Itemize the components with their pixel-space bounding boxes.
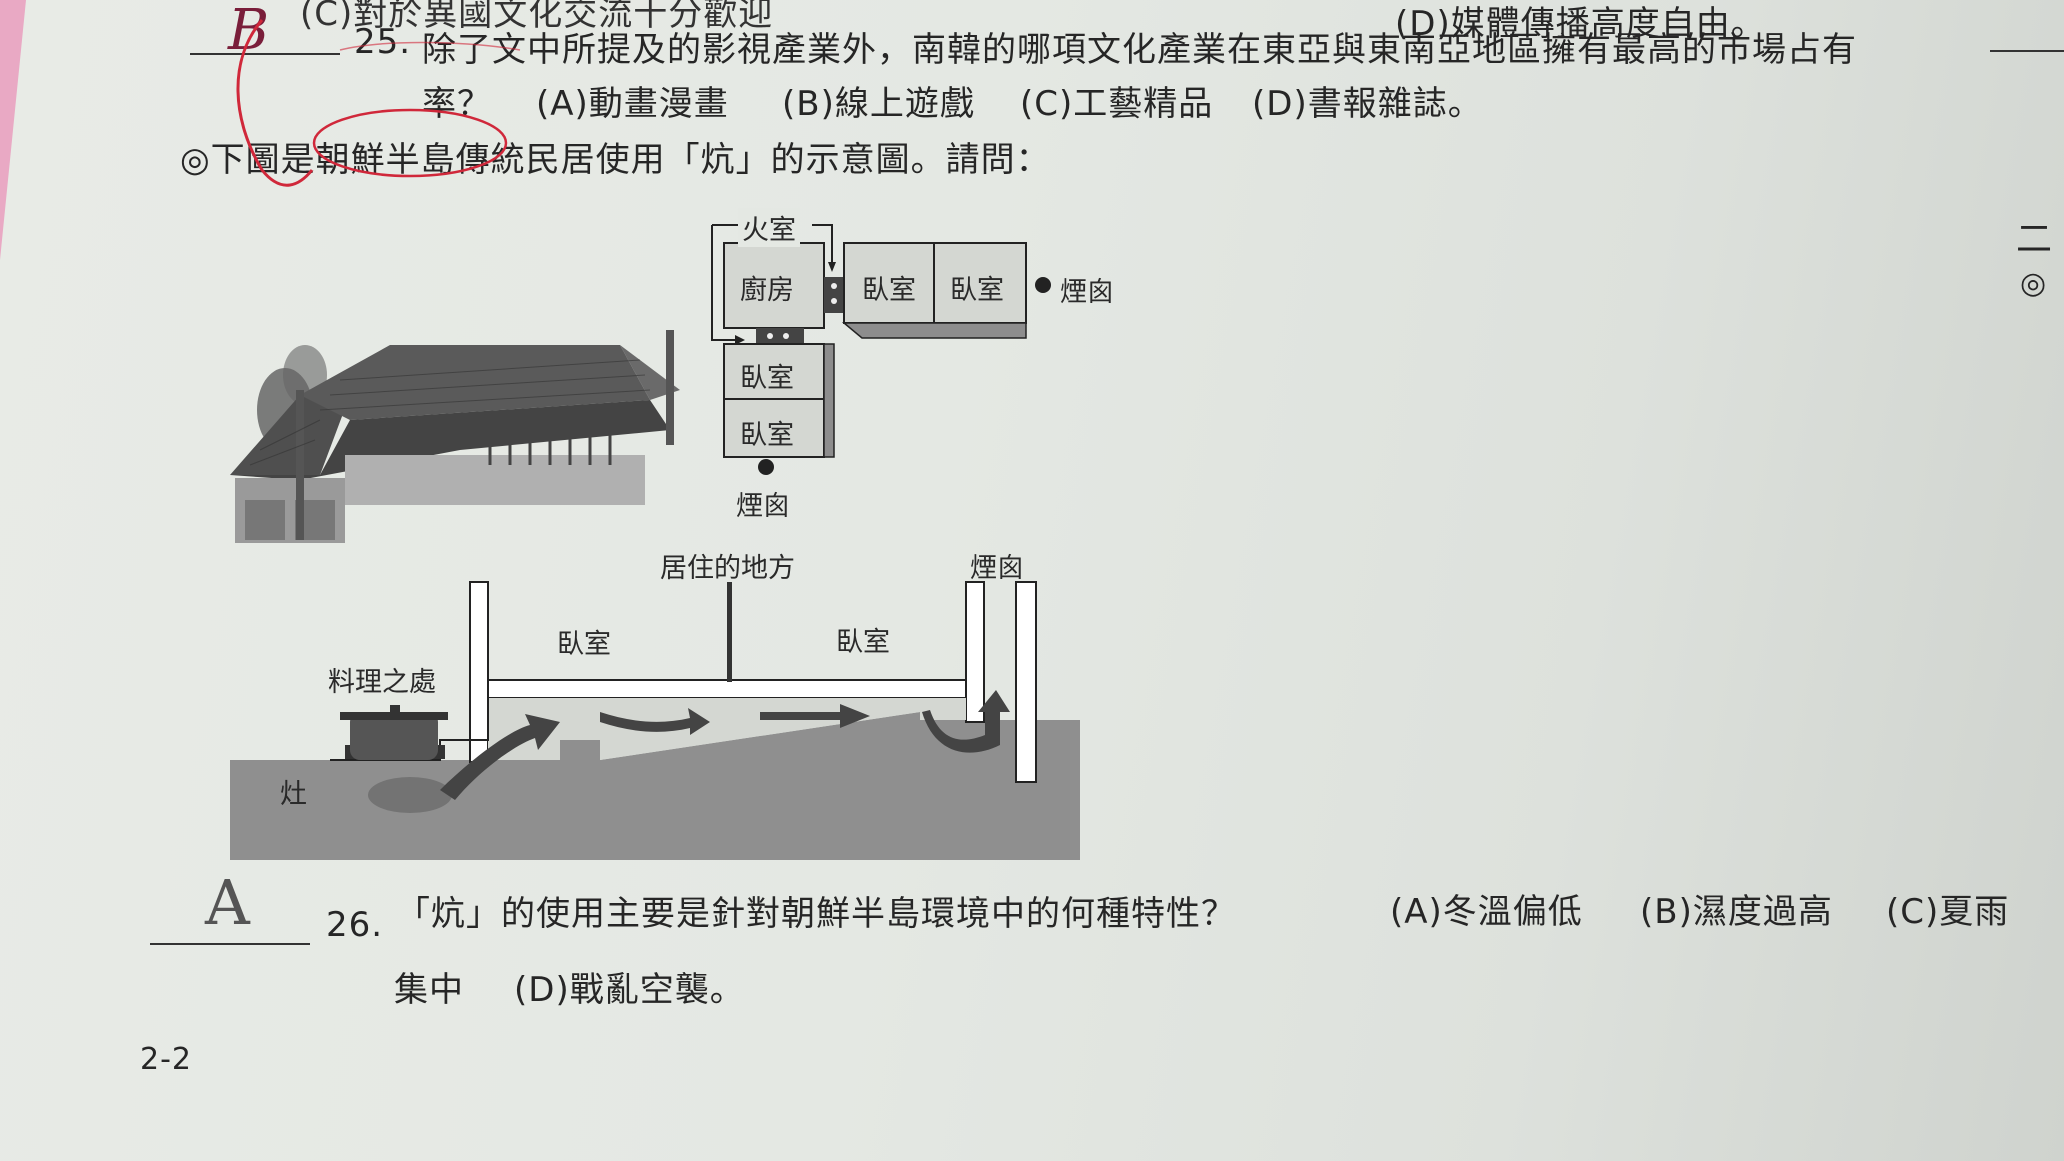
q25-question-line2: 率？ (422, 84, 492, 124)
top-line-partial: (C)對於異國文化交流十分歡迎 (300, 0, 774, 34)
label-bedroom-4: 臥室 (740, 420, 794, 451)
label-bedroom-section-left: 臥室 (557, 629, 611, 660)
label-bedroom-section-right: 臥室 (836, 627, 890, 658)
q26-option-c: (C)夏雨 (1886, 892, 2010, 932)
pink-tab (0, 0, 26, 260)
right-answer-blank (1990, 50, 2064, 52)
margin-mark-1: 二 (2016, 219, 2054, 260)
label-chimney-plan-bottom: 煙囪 (736, 491, 790, 522)
q25-question-line1: 除了文中所提及的影視產業外，南韓的哪項文化產業在東亞與東南亞地區擁有最高的市場占… (422, 30, 1857, 70)
q25-option-d: (D)書報雜誌。 (1252, 84, 1483, 124)
label-chimney-section: 煙囪 (970, 553, 1024, 584)
label-living-area: 居住的地方 (660, 553, 795, 584)
q26-number: 26. (326, 905, 384, 945)
floor-plan (711, 224, 1051, 475)
margin-mark-2: ◎ (2020, 266, 2048, 301)
figure-intro: ◎下圖是朝鮮半島傳統民居使用「炕」的示意圖。請問： (180, 140, 1051, 180)
label-stove: 灶 (280, 779, 307, 810)
q26-question-line2: 集中 (394, 970, 464, 1010)
q26-option-b: (B)濕度過高 (1640, 892, 1833, 932)
label-chimney-plan-right: 煙囪 (1060, 277, 1114, 308)
label-fire-room: 火室 (738, 208, 800, 247)
q26-option-a: (A)冬溫偏低 (1390, 892, 1583, 932)
cross-section (230, 581, 1080, 860)
house-illustration (230, 330, 680, 543)
label-kitchen: 廚房 (740, 275, 794, 306)
page-number: 2-2 (140, 1042, 192, 1077)
q26-answer-blank (150, 943, 310, 945)
top-line-option-d: (D)媒體傳播高度自由。 (1395, 4, 1766, 44)
q25-number: 25. (354, 22, 412, 62)
q25-handwritten-answer: B (228, 0, 271, 63)
label-bedroom-2: 臥室 (950, 275, 1004, 306)
q25-answer-blank (190, 53, 340, 55)
q26-handwritten-answer: A (205, 866, 251, 939)
q26-question-line1: 「炕」的使用主要是針對朝鮮半島環境中的何種特性？ (396, 894, 1236, 934)
label-bedroom-3: 臥室 (740, 363, 794, 394)
label-bedroom-1: 臥室 (862, 275, 916, 306)
q25-option-c: (C)工藝精品 (1020, 84, 1214, 124)
q26-option-d: (D)戰亂空襲。 (514, 970, 745, 1010)
label-cooking-place: 料理之處 (328, 667, 436, 698)
q25-option-a: (A)動畫漫畫 (536, 84, 729, 124)
q25-option-b: (B)線上遊戲 (782, 84, 975, 124)
